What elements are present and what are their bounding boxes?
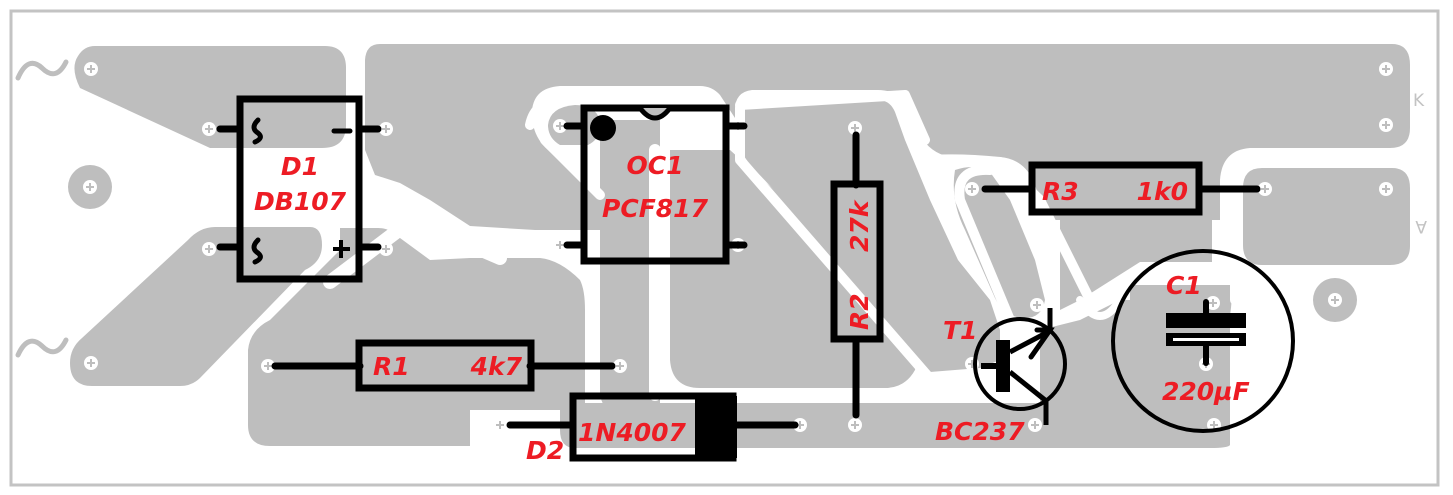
r3-body — [1028, 161, 1203, 216]
pad-plus-icon — [86, 183, 94, 191]
pad-plus-icon — [264, 362, 272, 370]
t1-body — [973, 317, 1067, 411]
pad-plus-icon — [87, 359, 95, 367]
r2-value: 27k — [845, 199, 874, 252]
pad-plus-icon — [87, 65, 95, 73]
c1-ref: C1 — [1166, 271, 1202, 300]
component-oc1[interactable]: OC1 PCF817 — [563, 104, 748, 265]
pad-plus-icon — [968, 185, 976, 193]
component-r3[interactable]: R3 1k0 — [981, 161, 1261, 216]
pad-plus-icon — [1209, 299, 1217, 307]
ac-input-symbol-2 — [15, 337, 69, 358]
copper-oc1-col — [600, 250, 655, 420]
pad-plus-icon — [382, 125, 390, 133]
pad-plus-icon — [851, 124, 859, 132]
pad-plus-icon — [1033, 301, 1041, 309]
r1-ref: R1 — [373, 352, 410, 381]
pad-plus-icon — [851, 421, 859, 429]
r3-value: 1k0 — [1137, 177, 1188, 206]
oc1-notch-icon — [638, 106, 672, 121]
c1-body — [1111, 249, 1295, 433]
copper-r2-lower — [670, 150, 918, 388]
pad-plus-icon — [1331, 296, 1339, 304]
copper-ac-top — [74, 46, 346, 148]
oc1-value: PCF817 — [602, 194, 709, 223]
d2-value: 1N4007 — [578, 418, 687, 447]
d2-ref: D2 — [526, 436, 564, 465]
oc1-pin1-dot-icon — [590, 115, 616, 141]
component-r2[interactable]: R2 27k — [830, 131, 884, 419]
anode-label: A — [1415, 216, 1427, 236]
d2-cathode-band-icon — [695, 396, 737, 458]
copper-top-band — [365, 44, 1410, 230]
r1-body — [355, 339, 535, 392]
pad-plus-icon — [1031, 421, 1039, 429]
d1-ac-pin-icon-1 — [251, 117, 263, 145]
copper-anode-pad — [1243, 168, 1410, 265]
pad-plus-icon — [382, 245, 390, 253]
pad-plus-icon — [1382, 65, 1390, 73]
pad-plus-icon — [556, 122, 564, 130]
d1-ref: D1 — [281, 152, 319, 181]
t1-value: BC237 — [935, 417, 1025, 446]
t1-base-bar-icon — [996, 340, 1010, 392]
copper-right-mid — [1060, 200, 1212, 310]
ac-input-symbol-1 — [15, 59, 69, 81]
component-d2[interactable]: 1N4007 D2 — [506, 392, 799, 465]
pad-plus-icon — [1382, 185, 1390, 193]
pad-plus-icon — [1210, 421, 1218, 429]
r1-value: 4k7 — [470, 352, 523, 381]
pad-plus-icon — [1261, 185, 1269, 193]
pad-plus-icon — [205, 125, 213, 133]
r3-ref: R3 — [1042, 177, 1079, 206]
pad-plus-icon — [205, 245, 213, 253]
oc1-ref: OC1 — [627, 151, 684, 180]
pad-plus-icon — [1382, 121, 1390, 129]
cathode-label: K — [1413, 91, 1425, 111]
r2-body — [830, 180, 884, 343]
copper-r3-left — [953, 166, 1045, 318]
component-d1[interactable]: D1 DB107 — [216, 95, 382, 283]
component-c1[interactable]: C1 220µF — [1111, 249, 1295, 433]
c1-plate-plus-icon — [1166, 313, 1246, 328]
d1-ac-pin-icon-2 — [251, 237, 263, 265]
d1-value: DB107 — [254, 187, 347, 216]
t1-ref: T1 — [943, 316, 977, 345]
pad-plus-icon — [496, 421, 504, 429]
pad-plus-icon — [616, 362, 624, 370]
copper-r2-net — [740, 100, 1000, 372]
component-t1[interactable]: T1 BC237 — [935, 308, 1067, 446]
copper-ac-bottom — [70, 227, 322, 386]
c1-value: 220µF — [1162, 377, 1250, 406]
pad-plus-icon — [556, 241, 564, 249]
d1-body — [236, 95, 363, 283]
r2-ref: R2 — [845, 293, 874, 330]
component-r1[interactable]: R1 4k7 — [271, 339, 616, 392]
